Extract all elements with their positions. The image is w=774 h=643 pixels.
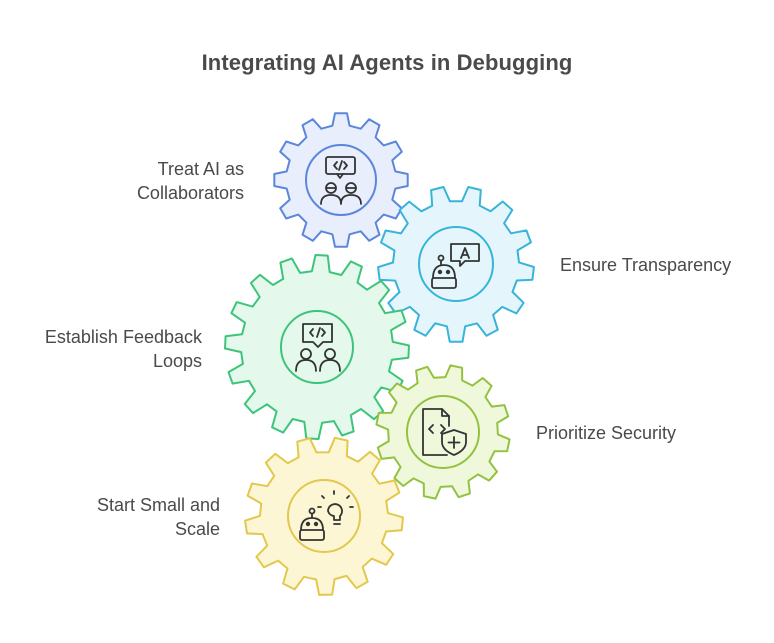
gear-transparency [377,186,535,343]
gear-collaborators [273,112,409,248]
gear-start-small-hub [287,479,361,553]
robot-translation-icon [431,243,480,289]
step-label-prioritize-security: Prioritize Security [536,423,677,443]
robot-idea-icon [299,490,354,541]
code-chat-people-icon [295,323,341,372]
gear-collaborators-hub [305,144,377,216]
gear-start-small-outline [244,436,404,596]
gear-security-hub [406,395,480,469]
gear-transparency-hub [418,226,494,302]
gear-collaborators-outline [273,112,409,248]
secure-code-file-icon [422,408,467,456]
gear-feedback-loops-hub [280,310,354,384]
step-label-ensure-transparency: Ensure Transparency [560,255,732,275]
gear-start-small [244,436,404,596]
diagram-title: Integrating AI Agents in Debugging [201,50,573,75]
gear-transparency-outline [377,186,535,343]
code-review-people-icon [320,156,362,205]
